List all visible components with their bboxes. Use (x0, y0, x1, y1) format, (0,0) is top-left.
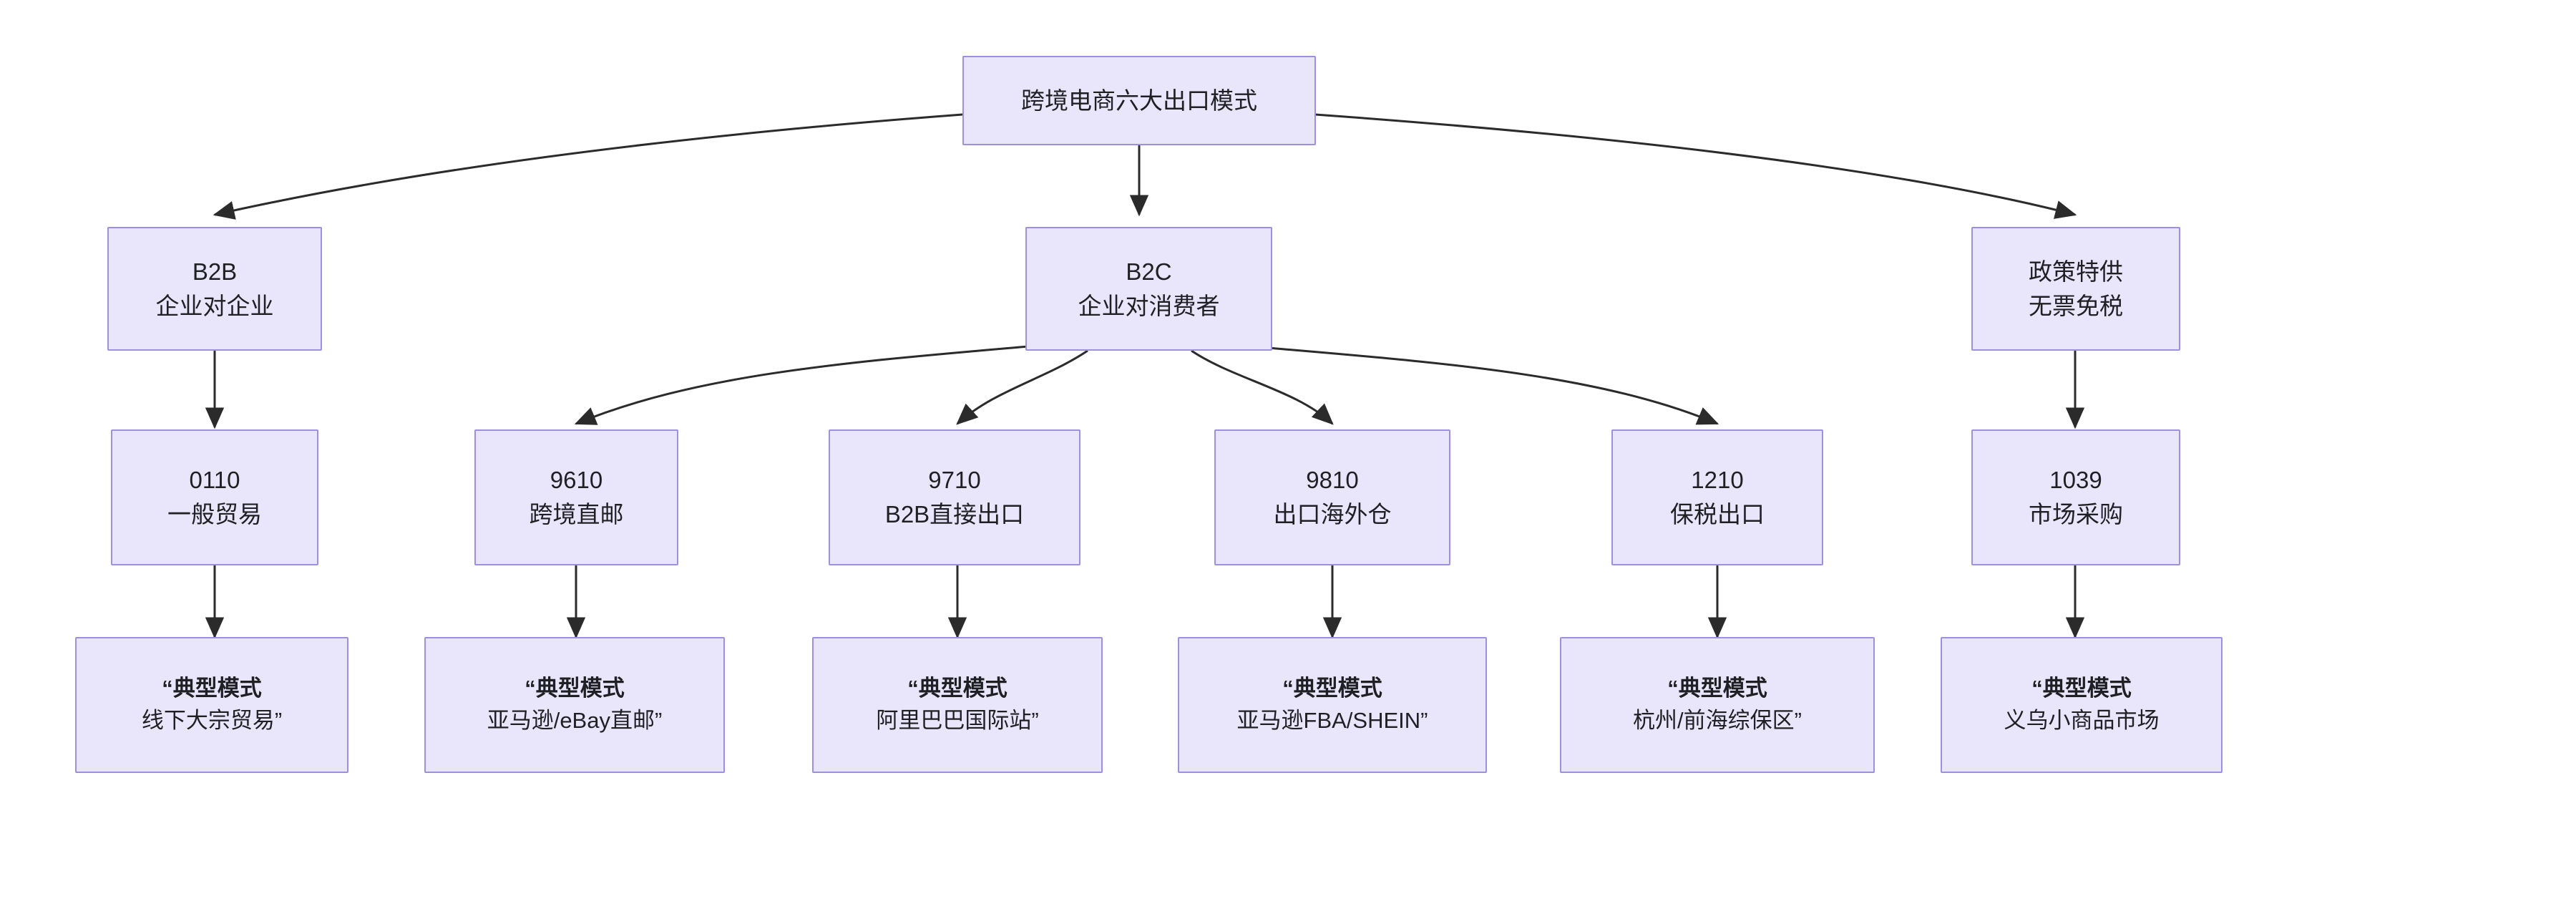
node-code-9710-line2: B2B直接出口 (884, 501, 1025, 527)
node-example-1039-line2: 义乌小商品市场 (2004, 708, 2160, 733)
node-code-0110-line2: 一般贸易 (167, 501, 262, 527)
node-policy-line1: 政策特供 (2029, 258, 2123, 285)
node-b2b-line2: 企业对企业 (155, 292, 274, 319)
node-b2b-line1: B2B (192, 258, 238, 285)
node-code-9810-line1: 9810 (1306, 467, 1359, 494)
node-code-9610-line1: 9610 (550, 467, 603, 494)
node-example-1039-line1: “典型模式 (2031, 676, 2132, 701)
node-example-9610-line2: 亚马逊/eBay直邮” (487, 708, 663, 733)
edge-b2c-9610 (574, 344, 1037, 425)
node-code-1210[interactable]: 1210 保税出口 (1611, 429, 1823, 565)
node-code-9810[interactable]: 9810 出口海外仓 (1214, 429, 1450, 565)
node-root[interactable]: 跨境电商六大出口模式 (962, 56, 1316, 145)
node-code-1210-line1: 1210 (1691, 467, 1744, 494)
node-example-1210[interactable]: “典型模式 杭州/前海综保区” (1560, 637, 1875, 773)
node-example-0110[interactable]: “典型模式 线下大宗贸易” (75, 637, 348, 773)
node-example-9710-line2: 阿里巴巴国际站” (876, 708, 1039, 733)
edge-root-b2b (213, 113, 963, 220)
node-code-0110[interactable]: 0110 一般贸易 (111, 429, 318, 565)
node-example-9710[interactable]: “典型模式 阿里巴巴国际站” (812, 637, 1103, 773)
node-code-9710[interactable]: 9710 B2B直接出口 (829, 429, 1080, 565)
node-example-0110-line2: 线下大宗贸易” (141, 708, 283, 733)
edge-b2c-1210 (1243, 344, 1719, 425)
node-code-9610[interactable]: 9610 跨境直邮 (474, 429, 678, 565)
node-example-0110-line1: “典型模式 (162, 676, 262, 701)
node-example-9610[interactable]: “典型模式 亚马逊/eBay直邮” (424, 637, 725, 773)
edge-b2c-9810 (1191, 349, 1334, 425)
node-code-9710-line1: 9710 (928, 467, 981, 494)
node-b2b[interactable]: B2B 企业对企业 (107, 227, 322, 351)
edge-root-policy (1314, 113, 2077, 219)
node-code-1039-line2: 市场采购 (2029, 501, 2123, 527)
node-policy-line2: 无票免税 (2029, 292, 2123, 319)
node-example-9710-line1: “典型模式 (907, 676, 1008, 701)
node-example-1210-line1: “典型模式 (1667, 676, 1767, 701)
node-policy[interactable]: 政策特供 无票免税 (1971, 227, 2180, 351)
node-example-1039[interactable]: “典型模式 义乌小商品市场 (1941, 637, 2223, 773)
node-code-9810-line2: 出口海外仓 (1273, 501, 1392, 527)
node-code-9610-line2: 跨境直邮 (529, 501, 624, 527)
node-example-9610-line1: “典型模式 (525, 676, 625, 701)
node-example-9810-line1: “典型模式 (1282, 676, 1382, 701)
node-root-line1: 跨境电商六大出口模式 (1021, 87, 1257, 114)
edge-b2c-9710 (956, 349, 1088, 425)
node-b2c[interactable]: B2C 企业对消费者 (1025, 227, 1272, 351)
node-code-1210-line2: 保税出口 (1670, 501, 1765, 527)
node-b2c-line1: B2C (1126, 258, 1172, 285)
node-example-1210-line2: 杭州/前海综保区” (1633, 708, 1802, 733)
node-code-1039-line1: 1039 (2049, 467, 2102, 494)
node-example-9810-line2: 亚马逊FBA/SHEIN” (1236, 708, 1428, 733)
node-example-9810[interactable]: “典型模式 亚马逊FBA/SHEIN” (1178, 637, 1487, 773)
node-b2c-line2: 企业对消费者 (1078, 292, 1220, 319)
node-code-1039[interactable]: 1039 市场采购 (1971, 429, 2180, 565)
node-code-0110-line1: 0110 (189, 467, 240, 494)
